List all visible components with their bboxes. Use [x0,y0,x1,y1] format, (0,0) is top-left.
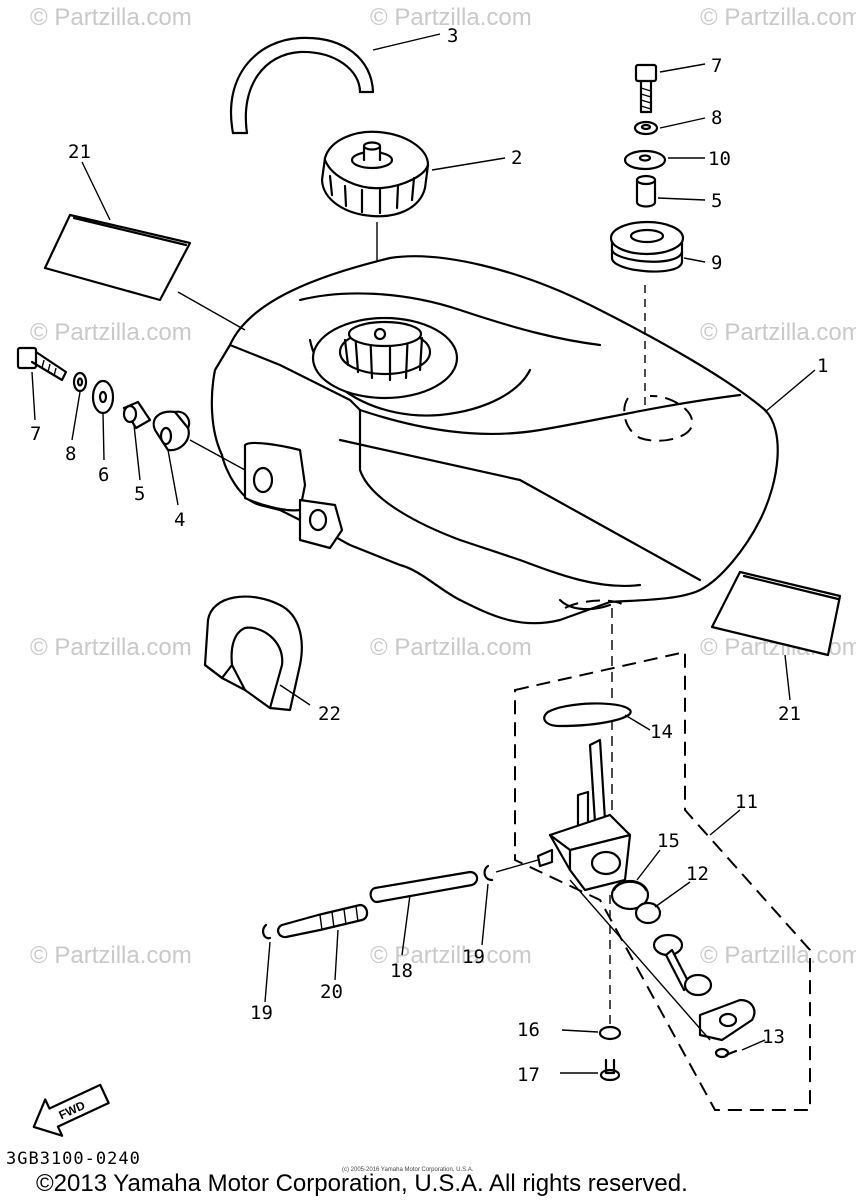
washer-left[interactable] [91,379,115,415]
lock-washer-right[interactable] [633,120,659,136]
hidden-detail [623,394,694,442]
collar-left[interactable] [122,400,152,430]
small-notice: (c) 2005-2016 Yamaha Motor Corporation, … [342,1167,474,1173]
breather-hose[interactable] [230,36,375,135]
damper-left[interactable] [152,410,191,452]
bolt-right[interactable] [634,63,658,114]
fuel-hose[interactable] [369,870,479,904]
assembly-box [514,650,811,1111]
cover-plate[interactable] [698,998,756,1042]
fuel-cap[interactable] [320,130,430,218]
leader-line [495,859,539,873]
part-label-21: 21 [778,703,801,725]
collar-right[interactable] [635,174,657,208]
washer-16[interactable] [598,1025,622,1041]
part-label-3: 3 [447,25,458,47]
watermark: © Partzilla.com [30,634,192,661]
bolt-left[interactable] [16,346,68,382]
filler-neck[interactable] [311,316,459,400]
part-label-12: 12 [686,863,709,885]
fuel-tank[interactable] [210,255,779,625]
watermark: © Partzilla.com [30,4,192,31]
part-label-5: 5 [711,190,722,212]
lever-assembly[interactable] [652,933,713,997]
fuel-pipe[interactable] [276,903,369,939]
fwd-arrow-icon: FWD [32,1083,110,1137]
part-label-1: 1 [817,355,828,377]
watermark: © Partzilla.com [370,942,532,969]
protector[interactable] [203,595,303,712]
lock-washer-left[interactable] [72,371,88,393]
leader-line [189,439,246,471]
part-label-19: 19 [462,946,485,968]
screw-13[interactable] [714,1047,738,1059]
part-label-9: 9 [711,252,722,274]
part-label-22: 22 [318,703,341,725]
part-label-8: 8 [711,107,722,129]
filter-cup[interactable] [610,879,650,911]
part-label-11: 11 [735,791,758,813]
part-label-17: 17 [517,1064,540,1086]
gasket[interactable] [634,901,662,925]
leader-line [569,879,711,1041]
watermark: © Partzilla.com [700,4,856,31]
part-label-18: 18 [390,960,413,982]
watermark: © Partzilla.com [30,319,192,346]
watermark: © Partzilla.com [30,942,192,969]
screw-17[interactable] [599,1058,621,1082]
damper-right[interactable] [609,220,685,273]
o-ring[interactable] [543,702,632,728]
part-label-4: 4 [174,509,185,531]
hose-clip-left[interactable] [261,923,272,940]
callout-leaders [31,33,816,1074]
part-label-16: 16 [517,1019,540,1041]
part-label-15: 15 [657,830,680,852]
part-label-21: 21 [68,141,91,163]
hose-clip-right[interactable] [483,864,494,882]
part-label-20: 20 [320,981,343,1003]
part-label-10: 10 [708,148,731,170]
part-label-8: 8 [65,443,76,465]
decal-left[interactable] [43,213,192,302]
part-label-6: 6 [98,464,109,486]
part-label-14: 14 [650,721,673,743]
part-label-2: 2 [511,147,522,169]
washer-right[interactable] [623,149,667,171]
part-label-7: 7 [30,423,41,445]
watermark: © Partzilla.com [700,942,856,969]
part-label-5: 5 [134,483,145,505]
diagram-code: 3GB3100-0240 [6,1149,141,1169]
watermark: © Partzilla.com [700,319,856,346]
part-label-7: 7 [711,55,722,77]
watermark: © Partzilla.com [370,634,532,661]
part-label-13: 13 [762,1026,785,1048]
part-labels: 3 2 7 8 10 5 9 1 21 7 8 6 5 4 22 21 14 1… [30,25,828,1086]
fuel-cock[interactable] [536,738,632,892]
part-label-19: 19 [250,1002,273,1024]
copyright: ©2013 Yamaha Motor Corporation, U.S.A. A… [36,1170,688,1197]
decal-right[interactable] [710,570,842,657]
watermark: © Partzilla.com [370,4,532,31]
hidden-detail [564,599,623,609]
